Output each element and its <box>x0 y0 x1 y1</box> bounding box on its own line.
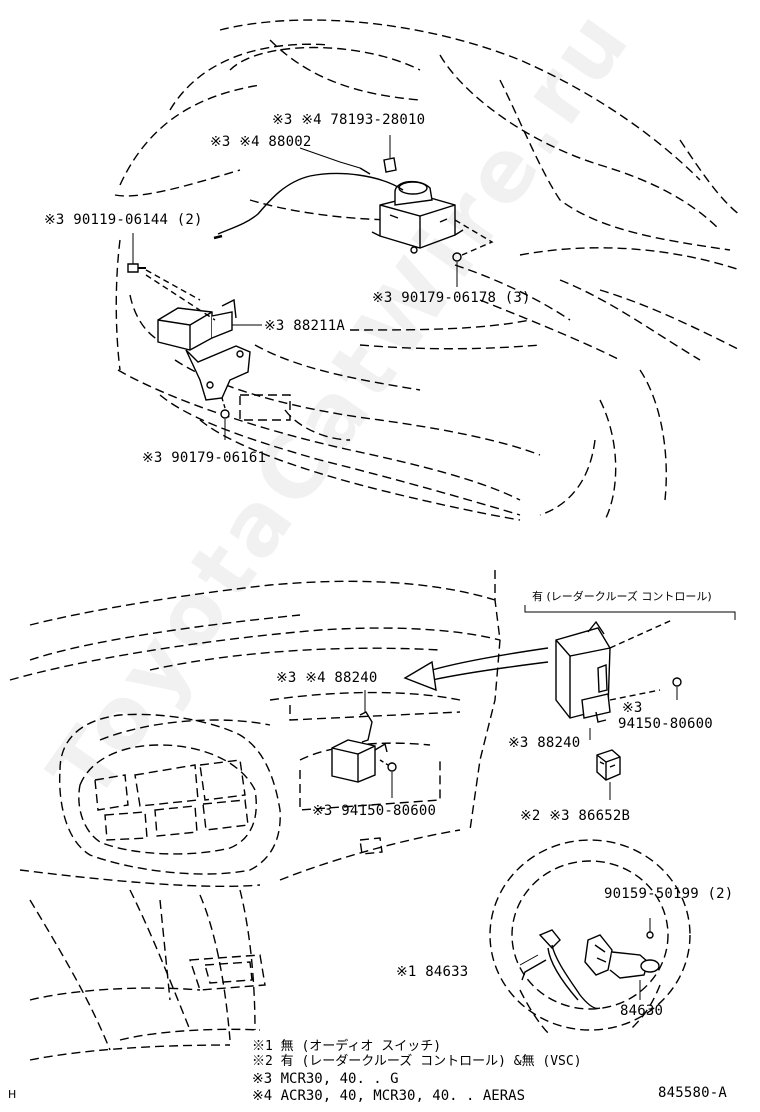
part-label-90179-06161: ※3 90179-06161 <box>142 450 267 466</box>
part-label-88240-left: ※3 ※4 88240 <box>276 670 378 686</box>
cruise-switch-84630 <box>584 918 660 1000</box>
spiral-cable-84633 <box>519 929 601 1010</box>
switch-86652b <box>596 749 621 800</box>
actuator-cable <box>213 167 404 240</box>
footnote-4: ※4 ACR30, 40, MCR30, 40. . AERAS <box>252 1088 526 1104</box>
cruise-ecu-88240-left <box>331 711 388 783</box>
diagram-code: 845580-A <box>658 1085 728 1101</box>
nut-90179-06161 <box>220 397 230 440</box>
cruise-ecu-88240-right <box>555 619 673 723</box>
part-label-94150-right: 94150-80600 <box>618 716 713 732</box>
part-label-78193-28010: ※3 ※4 78193-28010 <box>272 112 426 128</box>
part-label-88240-right: ※3 88240 <box>508 735 581 751</box>
bolt-90119 <box>127 233 216 321</box>
dashboard-outline <box>9 570 501 1061</box>
location-arrow <box>403 647 549 692</box>
hood-curves <box>269 39 741 351</box>
part-label-94150-right-mark: ※3 <box>622 700 643 716</box>
actuator-mount-line <box>454 219 494 256</box>
nut-90179-06178 <box>452 252 462 287</box>
corner-mark: H <box>8 1088 17 1101</box>
steering-wheel <box>489 839 691 1036</box>
sensor-bracket <box>185 345 251 401</box>
clip-78193 <box>383 135 397 173</box>
radar-cruise-header: 有 (レーダークルーズ コントロール) <box>532 590 712 603</box>
vehicle-front-outline <box>114 19 741 521</box>
footnote-1: ※1 無 (オーディオ スイッチ) <box>252 1039 442 1054</box>
part-label-90159-50199: 90159-50199 (2) <box>604 886 734 902</box>
footnote-3: ※3 MCR30, 40. . G <box>252 1071 399 1087</box>
leader-88002 <box>299 147 361 169</box>
cruise-actuator <box>371 181 464 254</box>
part-label-84633: ※1 84633 <box>396 964 469 980</box>
nut-94150-right <box>672 677 682 700</box>
part-label-86652b: ※2 ※3 86652B <box>520 808 631 824</box>
part-label-88211a: ※3 88211A <box>264 318 345 334</box>
footnote-2: ※2 有 (レーダークルーズ コントロール) &無 (VSC) <box>252 1054 582 1069</box>
radar-cruise-header-bracket <box>524 605 736 620</box>
part-label-90179-06178: ※3 90179-06178 (3) <box>372 290 531 306</box>
part-label-88002: ※3 ※4 88002 <box>210 134 312 150</box>
part-label-90119-06144: ※3 90119-06144 (2) <box>44 212 203 228</box>
part-label-84630: 84630 <box>620 1003 664 1019</box>
radar-sensor <box>157 298 237 351</box>
nut-94150-left <box>379 759 397 798</box>
part-label-94150-left: ※3 94150-80600 <box>312 803 437 819</box>
